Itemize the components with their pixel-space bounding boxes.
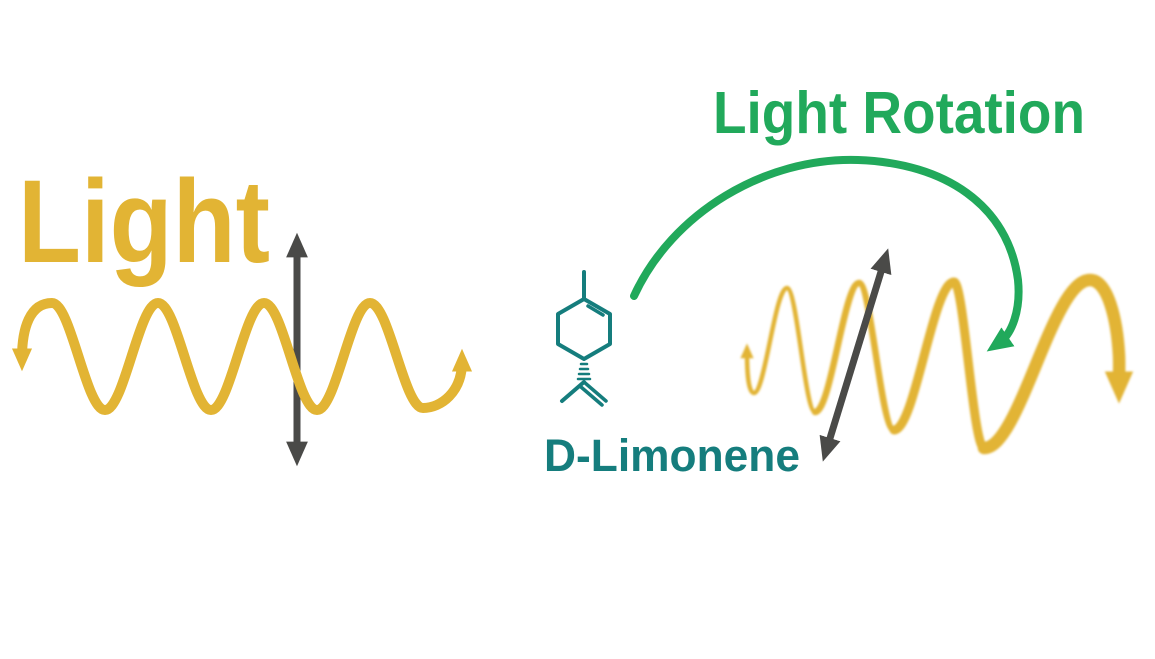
stereo-dashed-bond — [576, 362, 592, 381]
light-label: Light — [18, 156, 270, 288]
ring-double-bond — [586, 304, 605, 317]
molecule-label: D-Limonene — [544, 430, 800, 481]
cyclohexene-ring — [556, 297, 612, 361]
d-limonene-structure — [556, 270, 612, 407]
tilted-polarization-axis-arrow — [819, 248, 892, 462]
incident-light-wave — [11, 297, 473, 416]
rotated-wave-segment-1 — [740, 285, 818, 415]
light-rotation-label: Light Rotation — [713, 80, 1085, 146]
rotated-wave-segment-3 — [889, 277, 989, 453]
rotated-wave-segment-4 — [977, 273, 1134, 455]
rotated-light-wave — [740, 273, 1134, 455]
isopropenyl-methyl-bond — [560, 380, 586, 403]
rotation-arc-arrow — [630, 155, 1023, 352]
isopropenyl-double-bond — [579, 380, 608, 407]
